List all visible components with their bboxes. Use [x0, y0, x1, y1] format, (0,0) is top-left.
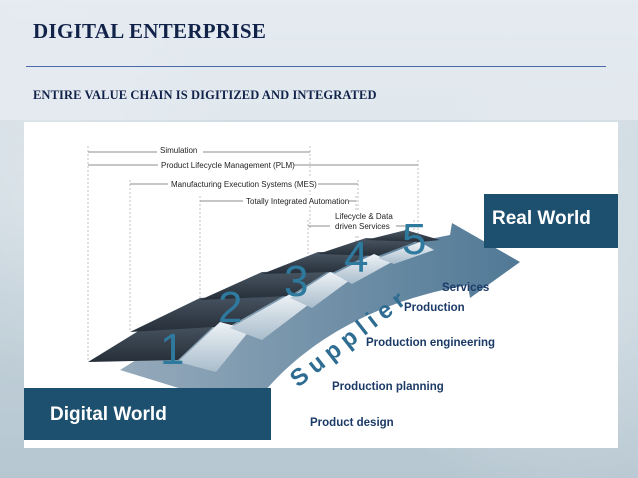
title-divider: [26, 66, 606, 67]
stage-panel-6: [366, 230, 440, 242]
stage-edge-3: [290, 272, 350, 308]
stage-number-5: 5: [402, 215, 426, 264]
bracket-label-bg-mes: [168, 178, 318, 189]
bracket-label-bg-simulation: [157, 145, 203, 156]
layer-production-engineering: Production engineering: [366, 337, 495, 349]
stage-panel-3: [200, 270, 330, 300]
stage-number-3: 3: [284, 257, 308, 306]
real-world-label: Real World: [492, 208, 591, 229]
page-title: DIGITAL ENTERPRISE: [33, 19, 267, 43]
header-band: [0, 0, 638, 120]
stage-number-1: 1: [160, 325, 184, 374]
bracket-label-bg-services: [330, 210, 396, 234]
layer-product-design: Product design: [310, 417, 394, 429]
page-subtitle: ENTIRE VALUE CHAIN IS DIGITIZED AND INTE…: [33, 88, 377, 102]
bracket-label-bg-tia: [243, 195, 349, 206]
stage-panel-5: [318, 238, 420, 256]
real-world-banner: Real World: [484, 194, 618, 248]
stage-edge-4: [334, 254, 392, 284]
bracket-label-simulation: Simulation: [160, 146, 197, 155]
bracket-label-tia: Totally Integrated Automation: [246, 197, 349, 206]
bracket-label-bg-plm: [158, 159, 294, 170]
bracket-label-lifecycle: Lifecycle & Data: [335, 212, 393, 221]
stage-panel-4: [262, 252, 374, 274]
stage-panel-1: [88, 320, 220, 362]
bracket-label-mes: Manufacturing Execution Systems (MES): [171, 180, 317, 189]
stage-edge-2: [230, 294, 312, 340]
stage-number-4: 4: [344, 233, 368, 282]
stage-number-2: 2: [218, 283, 242, 332]
layer-production-planning: Production planning: [332, 381, 444, 393]
layer-production: Production: [404, 302, 465, 314]
bracket-label-services: driven Services: [335, 222, 390, 231]
digital-world-banner: Digital World: [24, 388, 271, 440]
layer-services: Services: [442, 282, 489, 294]
stage-edge-1: [178, 322, 250, 372]
bracket-label-plm: Product Lifecycle Management (PLM): [161, 161, 295, 170]
stage-edge-5: [378, 242, 434, 264]
stage-panels: [88, 230, 440, 372]
stage-panel-2: [130, 292, 290, 332]
digital-world-label: Digital World: [50, 404, 167, 425]
